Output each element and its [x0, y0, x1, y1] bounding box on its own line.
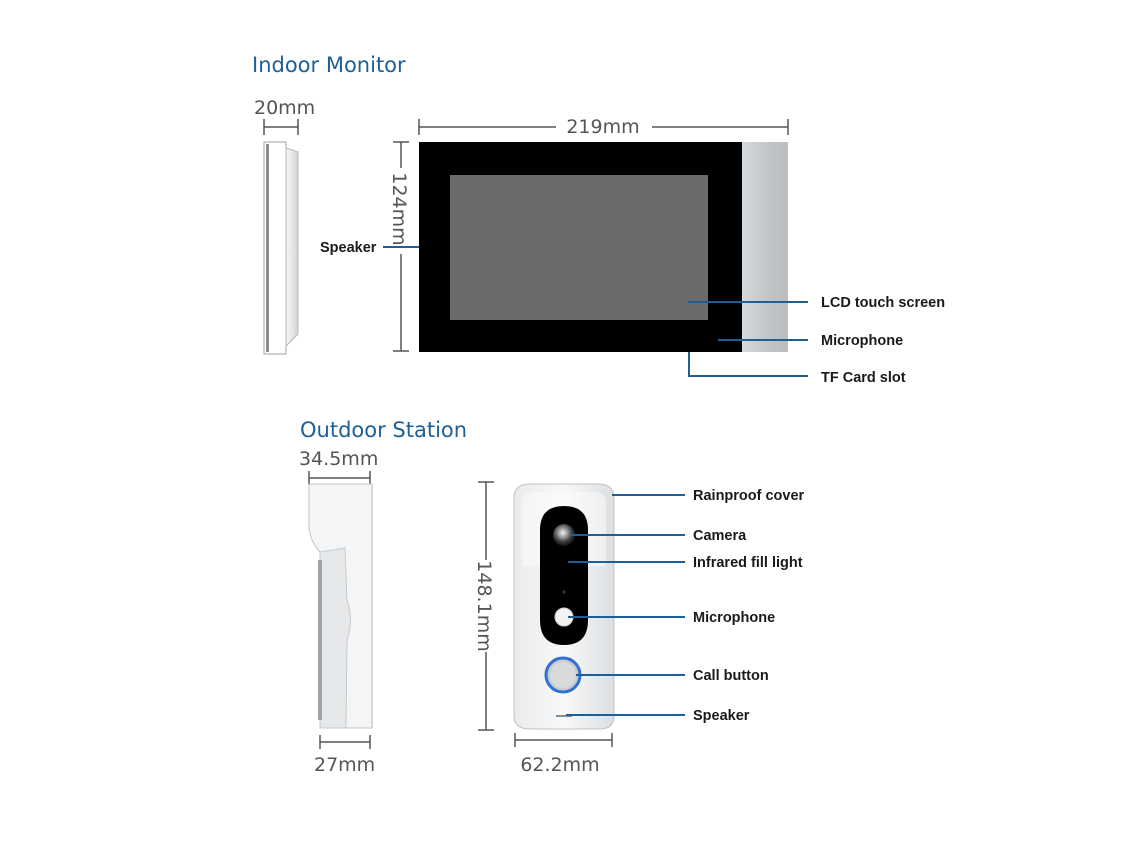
indoor-width-dimension-line [418, 119, 789, 135]
outdoor-station-front [513, 483, 615, 730]
outdoor-height-dimension-line [478, 481, 494, 731]
indoor-microphone-label: Microphone [821, 333, 903, 349]
indoor-height-dimension-line [393, 141, 409, 352]
lcd-touch-screen-label: LCD touch screen [821, 295, 945, 311]
outdoor-width-dimension-line [514, 733, 613, 747]
lcd-screen [450, 175, 708, 320]
indoor-monitor-side-view [263, 141, 299, 355]
outdoor-microphone-label: Microphone [693, 610, 775, 626]
call-button-label: Call button [693, 668, 769, 684]
outdoor-width-dimension: 62.2mm [520, 754, 599, 776]
tf-card-leader [688, 352, 808, 377]
indoor-depth-dimension: 20mm [254, 97, 315, 119]
outdoor-speaker-label: Speaker [693, 708, 750, 724]
indoor-monitor-front [419, 142, 788, 352]
indoor-speaker-label: Speaker [320, 240, 377, 256]
outdoor-station-side-view [308, 483, 373, 729]
outdoor-depth-bottom-dimension: 27mm [314, 754, 375, 776]
outdoor-depth-top-dimension-line [308, 471, 371, 485]
indoor-height-dimension: 124mm [388, 172, 410, 245]
tf-card-slot-label: TF Card slot [821, 370, 906, 386]
outdoor-height-dimension: 148.1mm [473, 560, 495, 651]
outdoor-depth-bottom-dimension-line [319, 735, 371, 749]
camera-lens-icon [553, 524, 575, 546]
indoor-monitor-title: Indoor Monitor [252, 53, 406, 77]
camera-label: Camera [693, 528, 747, 544]
outdoor-depth-top-dimension: 34.5mm [299, 448, 378, 470]
rainproof-cover-label: Rainproof cover [693, 488, 805, 504]
camera-panel [540, 506, 588, 645]
infrared-fill-light-label: Infrared fill light [693, 555, 803, 571]
outdoor-station-title: Outdoor Station [300, 418, 467, 442]
indoor-width-dimension: 219mm [566, 116, 639, 138]
indoor-depth-dimension-line [263, 119, 299, 135]
infrared-sensor-icon [562, 590, 566, 594]
